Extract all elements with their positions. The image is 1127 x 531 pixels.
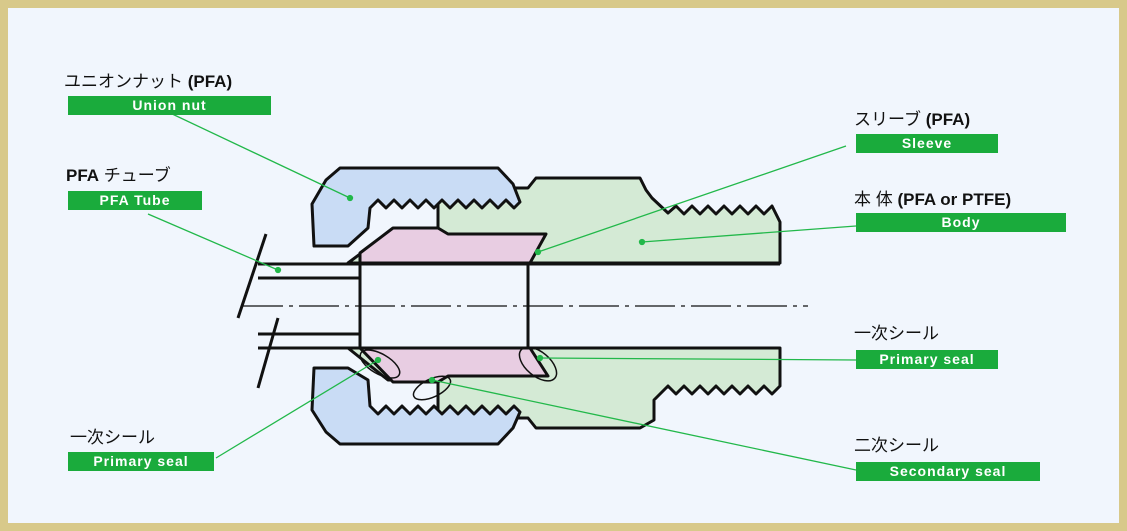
fitting-cross-section	[147, 111, 857, 471]
pfa-tube-label-jp: PFA チューブ	[66, 166, 171, 185]
secondary-seal-label-jp: 二次シール	[854, 436, 939, 455]
primary-seal-left-tag: Primary seal	[68, 452, 214, 471]
union-nut-label-jp: ユニオンナット (PFA)	[64, 72, 233, 91]
leader-pfa-tube	[147, 213, 279, 271]
primary-seal-right-label-jp: 一次シール	[854, 324, 939, 343]
leader-primary-seal-right	[539, 357, 857, 361]
leader-secondary-seal	[431, 379, 857, 471]
primary-seal-right-tag: Primary seal	[856, 350, 998, 369]
primary-seal-left-label-jp: 一次シール	[70, 428, 155, 447]
union-nut-shape	[310, 166, 522, 446]
primary-seal-left-mark	[359, 349, 401, 379]
secondary-seal-tag: Secondary seal	[856, 462, 1040, 481]
body-shape	[346, 176, 782, 430]
leader-body	[641, 225, 857, 243]
body-tag: Body	[856, 213, 1066, 232]
sleeve-label-jp: スリーブ (PFA)	[854, 110, 971, 129]
secondary-seal-mark	[412, 375, 452, 401]
leader-sleeve	[537, 145, 847, 253]
union-nut-tag: Union nut	[68, 96, 271, 115]
sleeve-tag: Sleeve	[856, 134, 998, 153]
tube-outline	[258, 262, 780, 350]
tube-cut-marks	[236, 233, 280, 389]
body-label-jp: 本 体 (PFA or PTFE)	[854, 190, 1012, 209]
primary-seal-right-mark	[518, 346, 558, 382]
pfa-tube-tag: PFA Tube	[68, 191, 202, 210]
diagram-frame: ユニオンナット (PFA) Union nut PFA チューブ PFA Tub…	[8, 8, 1119, 523]
leader-union-nut	[167, 111, 351, 199]
leader-primary-seal-left	[215, 359, 379, 459]
